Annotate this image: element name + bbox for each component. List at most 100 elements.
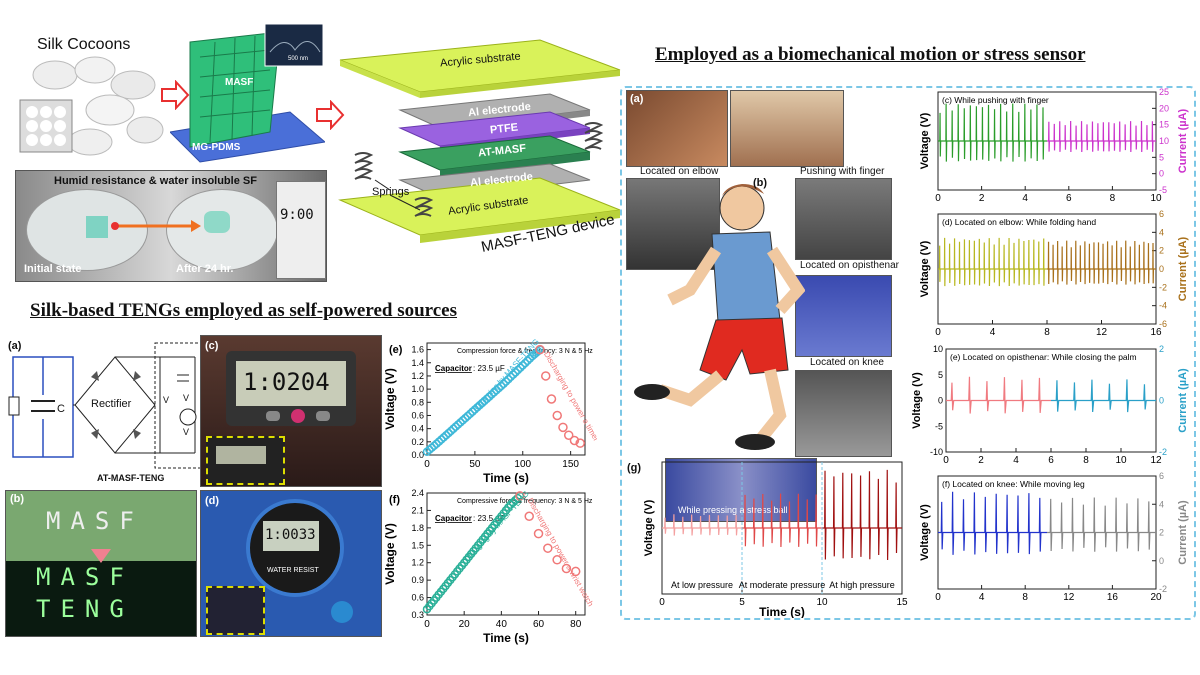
discharging-point bbox=[535, 344, 545, 355]
charging-point bbox=[456, 418, 465, 427]
charging-point bbox=[470, 405, 480, 414]
chart-title: (c) While pushing with finger bbox=[942, 95, 1049, 105]
x-tick-label: 100 bbox=[514, 459, 531, 470]
voltage-label-3: V bbox=[183, 427, 190, 437]
y-tick-label: 0.6 bbox=[411, 410, 424, 420]
y-tick-label: 1.2 bbox=[411, 371, 424, 381]
led-glow-top: MASF bbox=[36, 563, 134, 591]
x-tick-label: 15 bbox=[896, 597, 908, 608]
charging-point bbox=[475, 401, 484, 410]
y-tick-label: 0 bbox=[938, 396, 943, 406]
x-tick-label: 6 bbox=[1048, 455, 1054, 466]
signal-trace bbox=[742, 493, 822, 547]
x-tick-label: 12 bbox=[1150, 455, 1162, 466]
charging-point bbox=[484, 392, 494, 401]
charging-point bbox=[441, 430, 451, 440]
low-pressure-label: At low pressure bbox=[671, 580, 733, 590]
x-tick-label: 0 bbox=[935, 327, 941, 338]
watch-tag: (d) bbox=[205, 495, 220, 507]
discharging-point bbox=[546, 394, 557, 404]
y-tick-label: 0.4 bbox=[411, 424, 424, 434]
charging-point bbox=[451, 422, 460, 431]
y-right-axis-label: Current (µA) bbox=[1177, 108, 1189, 173]
x-tick-label: 150 bbox=[562, 459, 579, 470]
y-right-axis-label: Current (µA) bbox=[1177, 236, 1189, 301]
capacitor-value: : 23.5 µF bbox=[473, 514, 505, 523]
x-axis-label: Time (s) bbox=[483, 471, 529, 485]
elbow-caption: Located on elbow bbox=[640, 166, 719, 177]
x-tick-label: 20 bbox=[459, 619, 471, 630]
sensor-panel bbox=[620, 86, 1196, 620]
charging-point bbox=[518, 361, 528, 370]
power-heading: Silk-based TENGs employed as self-powere… bbox=[30, 300, 458, 321]
capacitor-label: Capacitor bbox=[435, 364, 472, 373]
opisthenar-caption: Located on opisthenar bbox=[800, 260, 899, 271]
discharging-point bbox=[543, 543, 553, 553]
capacitor-label: Capacitor bbox=[435, 514, 472, 523]
discharging-point bbox=[563, 430, 574, 440]
x-tick-label: 0 bbox=[424, 619, 430, 630]
discharging-point bbox=[524, 511, 534, 521]
discharging-point bbox=[569, 435, 580, 446]
charging-point bbox=[480, 396, 489, 406]
x-tick-label: 4 bbox=[990, 327, 996, 338]
x-tick-label: 6 bbox=[1066, 193, 1072, 204]
discharging-point bbox=[552, 555, 562, 565]
charging-point bbox=[453, 420, 463, 429]
signal-trace bbox=[1047, 240, 1156, 285]
x-tick-label: 12 bbox=[1096, 327, 1108, 338]
high-pressure-label: At high pressure bbox=[829, 580, 895, 590]
x-tick-label: 8 bbox=[1083, 455, 1089, 466]
y-axis-label: Voltage (V) bbox=[383, 368, 397, 430]
charging-point bbox=[468, 407, 477, 416]
rectifier-label: Rectifier bbox=[91, 398, 132, 410]
y-axis-label: Voltage (V) bbox=[919, 504, 931, 561]
y-tick-label: 1.5 bbox=[411, 540, 424, 550]
arrow-icon bbox=[111, 220, 201, 232]
y-right-tick-label: -2 bbox=[1159, 584, 1167, 594]
charging-point bbox=[513, 365, 523, 375]
charging-point bbox=[508, 370, 518, 379]
x-tick-label: 10 bbox=[816, 597, 828, 608]
y-right-tick-label: 10 bbox=[1159, 136, 1169, 146]
moderate-pressure-label: At moderate pressure bbox=[739, 580, 826, 590]
x-axis-label: Time (s) bbox=[483, 631, 529, 645]
y-right-tick-label: 6 bbox=[1159, 472, 1164, 481]
discharging-label: Discharging to power a timer bbox=[542, 350, 597, 443]
charging-point bbox=[485, 526, 494, 536]
charging-point bbox=[520, 358, 530, 368]
x-tick-label: 12 bbox=[1063, 592, 1075, 603]
y-right-tick-label: -2 bbox=[1159, 447, 1167, 457]
sensor-a-tag: (a) bbox=[630, 93, 644, 105]
charging-point bbox=[533, 346, 543, 356]
chart-note: Compressive force & frequency: 3 N & 5 H… bbox=[457, 498, 593, 505]
charging-point bbox=[511, 368, 520, 377]
charging-point bbox=[523, 356, 532, 366]
signal-trace bbox=[662, 514, 742, 536]
signal-trace bbox=[822, 469, 902, 560]
mg-pdms-label: MG-PDMS bbox=[192, 142, 241, 153]
charging-point bbox=[466, 549, 476, 559]
charging-point bbox=[508, 498, 518, 507]
x-tick-label: 0 bbox=[424, 459, 430, 470]
y-tick-label: 1.4 bbox=[411, 358, 424, 368]
sensor-heading: Employed as a biomechanical motion or st… bbox=[655, 44, 1086, 65]
y-right-tick-label: 15 bbox=[1159, 120, 1169, 130]
y-right-tick-label: 4 bbox=[1159, 227, 1164, 237]
down-arrow-icon bbox=[91, 549, 111, 563]
watch-readout: 1:0033 bbox=[265, 527, 316, 543]
y-tick-label: -5 bbox=[935, 421, 943, 431]
circuit-tag: (a) bbox=[8, 340, 22, 352]
y-axis-label: Voltage (V) bbox=[383, 523, 397, 585]
charging-point bbox=[461, 413, 470, 423]
y-right-tick-label: 4 bbox=[1159, 499, 1164, 509]
y-tick-label: 1.2 bbox=[411, 558, 424, 568]
charging-point bbox=[477, 398, 487, 408]
charging-point bbox=[489, 388, 499, 397]
water-resist-label: WATER RESIST bbox=[267, 567, 319, 574]
charging-point bbox=[457, 561, 467, 570]
